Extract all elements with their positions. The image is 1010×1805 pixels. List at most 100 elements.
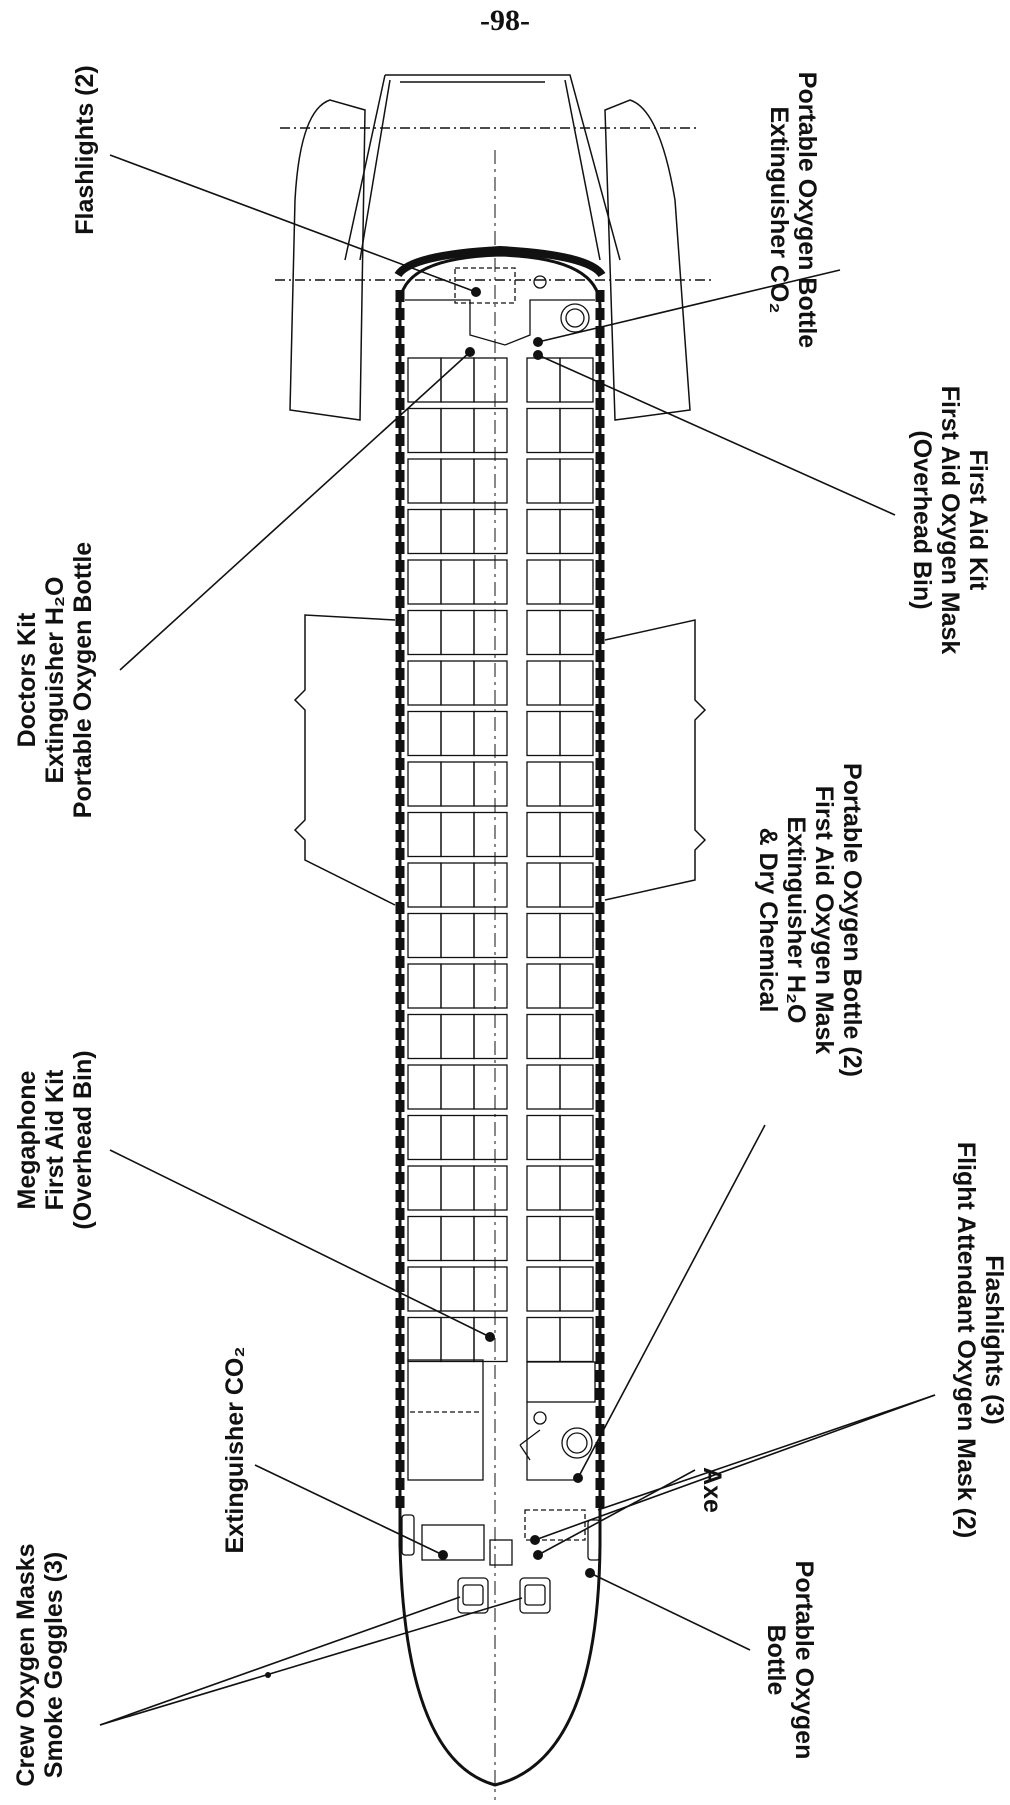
seat (559, 1114, 594, 1161)
seat (526, 1165, 561, 1211)
label-line: Crew Oxygen Masks (12, 1543, 40, 1787)
seat (559, 357, 594, 403)
seat (407, 761, 442, 807)
seat (473, 458, 508, 504)
label-line: First Aid Kit (964, 449, 992, 591)
seat (440, 710, 475, 757)
seat (407, 407, 442, 454)
seat (526, 1266, 561, 1312)
seat (473, 710, 508, 757)
seat (559, 761, 594, 807)
seat (407, 811, 442, 858)
label-line: Flashlights (3) (980, 1255, 1008, 1425)
right-stabilizer (604, 99, 691, 421)
seat (559, 862, 594, 908)
seat (473, 559, 508, 605)
seat (440, 1266, 475, 1312)
seat (473, 609, 508, 656)
seat (473, 508, 508, 555)
seat (440, 609, 475, 656)
seat (526, 407, 561, 454)
seat (440, 912, 475, 959)
page-number: -98- (480, 4, 530, 37)
right-wing (604, 619, 707, 901)
seat (407, 1114, 442, 1161)
label-line: Portable Oxygen Bottle (793, 71, 821, 349)
seat (440, 1114, 475, 1161)
seat (526, 1215, 561, 1262)
seat-rows (407, 357, 594, 1363)
seat (473, 1114, 508, 1161)
seat (473, 1266, 508, 1312)
seat (407, 1215, 442, 1262)
seat (440, 1215, 475, 1262)
seat (473, 1064, 508, 1110)
seat (473, 963, 508, 1009)
seat (407, 357, 442, 403)
label-line: Extinguisher H₂O (782, 816, 810, 1024)
seat (559, 710, 594, 757)
seat (526, 1114, 561, 1161)
seat (407, 710, 442, 757)
seat (473, 1165, 508, 1211)
label-line: Extinguisher CO₂ (765, 106, 793, 314)
seat (526, 1013, 561, 1060)
seat (440, 508, 475, 555)
label-line: Axe (698, 1467, 726, 1513)
seat (559, 609, 594, 656)
seat (559, 1165, 594, 1211)
seat (526, 508, 561, 555)
label-portable-bottle-2: Portable Oxygen Bottle (2)First Aid Oxyg… (754, 763, 866, 1077)
seat (473, 1316, 508, 1363)
label-line: Flashlights (2) (71, 65, 99, 235)
seat (473, 912, 508, 959)
seat (526, 609, 561, 656)
seat (473, 407, 508, 454)
seat (559, 660, 594, 706)
label-line: First Aid Kit (41, 1069, 69, 1211)
seat (473, 811, 508, 858)
label-line: (Overhead Bin) (69, 1050, 97, 1230)
seat (526, 862, 561, 908)
seat (526, 357, 561, 403)
seat (559, 1013, 594, 1060)
seat (473, 357, 508, 403)
seat (559, 559, 594, 605)
seat (440, 559, 475, 605)
label-line: Bottle (762, 1624, 790, 1696)
seat (440, 862, 475, 908)
label-line: & Dry Chemical (754, 827, 782, 1013)
seat (526, 559, 561, 605)
seat (473, 761, 508, 807)
seat (440, 357, 475, 403)
seat (440, 1316, 475, 1363)
seat (407, 458, 442, 504)
seat (407, 963, 442, 1009)
label-line: First Aid Oxygen Mask (810, 785, 838, 1055)
label-line: (Overhead Bin) (908, 430, 936, 610)
label-flashlights-3: Flashlights (3)Flight Attendant Oxygen M… (952, 1142, 1008, 1538)
seat (559, 963, 594, 1009)
seat (407, 508, 442, 555)
seat (559, 1064, 594, 1110)
seat (526, 458, 561, 504)
seat (407, 1064, 442, 1110)
seat (440, 963, 475, 1009)
seat (559, 912, 594, 959)
seat (526, 811, 561, 858)
tail-cone (344, 74, 621, 261)
seat (526, 761, 561, 807)
seat (440, 660, 475, 706)
seat (407, 1165, 442, 1211)
seat (440, 458, 475, 504)
seat (526, 963, 561, 1009)
label-line: Portable Oxygen Bottle (2) (838, 763, 866, 1077)
seat (440, 407, 475, 454)
seat (473, 1215, 508, 1262)
left-stabilizer (289, 99, 366, 421)
